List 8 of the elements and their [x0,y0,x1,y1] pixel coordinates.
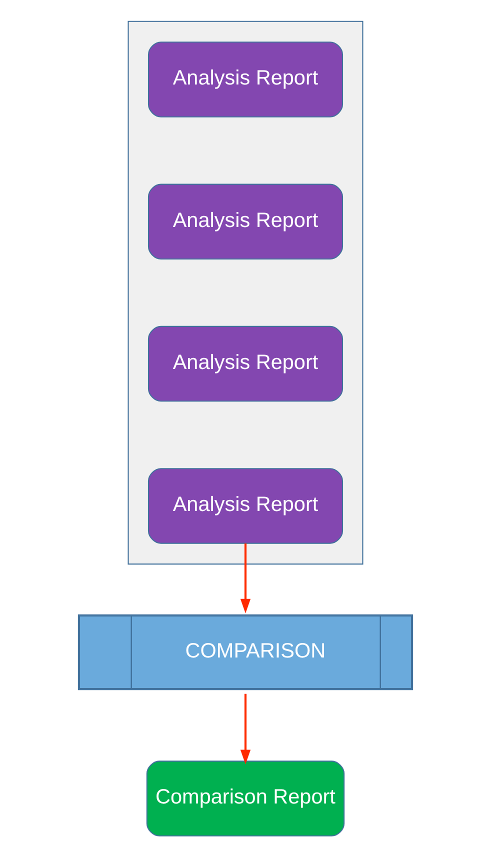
arrow [240,694,251,764]
node-box: Comparison Report [146,760,345,836]
node-box: Analysis Report [148,468,344,544]
node-box: Analysis Report [148,326,344,402]
node-box: Analysis Report [148,42,344,118]
node-box: Analysis Report [148,184,344,260]
cluster [128,20,364,565]
arrow [240,543,251,614]
